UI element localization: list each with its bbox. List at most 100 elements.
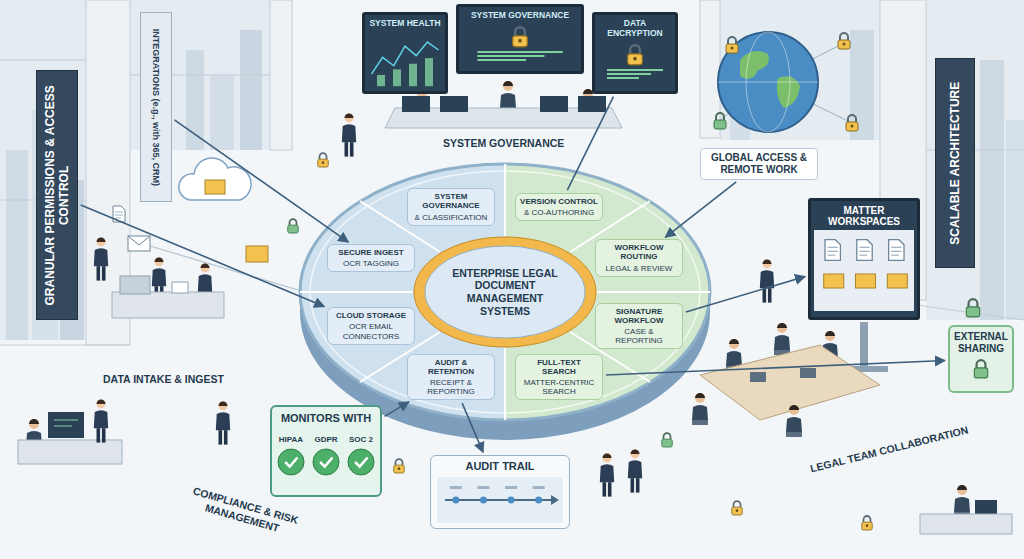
lock-icon	[628, 45, 643, 65]
lock-icon	[513, 27, 528, 47]
connector	[462, 403, 483, 452]
label-patch: LEGAL TEAM COLLABORATION	[806, 422, 973, 477]
check-graphic	[276, 447, 306, 484]
folder-icon	[824, 274, 844, 288]
docs-graphic	[811, 230, 917, 314]
ring-segment: SYSTEM GOVERNANCE& CLASSIFICATION	[407, 188, 495, 226]
health-bar	[409, 64, 417, 86]
folder-icon	[887, 274, 907, 288]
vertical-banner: GRANULAR PERMISSIONS & ACCESS CONTROL	[36, 70, 78, 320]
status-line	[477, 55, 544, 57]
node-text: ENTERPRISE LEGAL DOCUMENT MANAGEMENT SYS…	[449, 267, 561, 317]
compliance-badge: HIPAA	[276, 435, 306, 487]
node-text: AUDIT & RETENTION	[412, 358, 490, 376]
audit-trail-panel: AUDIT TRAIL	[430, 455, 570, 529]
label-patch: DATA INTAKE & INGEST	[100, 372, 227, 387]
compliance-panel: MONITORS WITH HIPAA GDPR SOC 2	[270, 405, 382, 497]
area-label: DATA INTAKE & INGEST	[103, 373, 224, 386]
node-text: EXTERNAL SHARING	[953, 331, 1009, 355]
label-patch: SYSTEM GOVERNANCE	[440, 136, 567, 151]
compliance-badge: SOC 2	[346, 435, 376, 487]
folder-icon	[856, 274, 876, 288]
node-text: CASE & REPORTING	[600, 327, 678, 345]
node-text: WORKFLOW ROUTING	[600, 243, 678, 261]
node-text: SECURE INGEST	[332, 248, 410, 257]
monitor-screen: DATA ENCRYPTION	[592, 12, 678, 94]
node-text: DATA ENCRYPTION	[599, 19, 671, 39]
ring-segment: FULL-TEXT SEARCH MATTER-CENTRIC SEARCH	[515, 354, 603, 401]
ring-segment: CLOUD STORAGEOCR EMAIL CONNECTORS	[327, 307, 415, 345]
check-badge	[278, 449, 304, 475]
document-icon	[825, 240, 840, 261]
vertical-banner: SCALABLE ARCHITECTURE	[935, 58, 975, 268]
lock-icon	[974, 360, 987, 378]
hub-ring	[300, 164, 710, 440]
vertical-banner: INTEGRATIONS (e.g., with 365, CRM)	[140, 12, 172, 202]
node-text: GRANULAR PERMISSIONS & ACCESS CONTROL	[43, 77, 72, 313]
hub-core	[425, 246, 585, 338]
core-hub: ENTERPRISE LEGAL DOCUMENT MANAGEMENT SYS…	[413, 236, 597, 348]
lock-graphic	[595, 42, 675, 88]
timeline-tick	[477, 486, 489, 489]
workspace-screen: MATTER WORKSPACES	[808, 198, 920, 320]
screen-area	[814, 230, 914, 311]
monitor-screen: SYSTEM HEALTH	[362, 12, 448, 94]
node-text: SYSTEM GOVERNANCE	[412, 192, 490, 210]
node-text: OCR EMAIL CONNECTORS	[332, 322, 410, 340]
timeline-event	[508, 497, 515, 504]
ring-segment: SECURE INGEST OCR TAGGING	[327, 244, 415, 272]
ring-segment: SIGNATURE WORKFLOW CASE & REPORTING	[595, 303, 683, 350]
ring-segment: AUDIT & RETENTION RECEIPT & REPORTING	[407, 354, 495, 401]
node-text: SYSTEM GOVERNANCE	[463, 11, 577, 21]
node-text: GLOBAL ACCESS & REMOTE WORK	[707, 152, 811, 176]
connector	[665, 182, 736, 238]
status-line	[607, 73, 651, 75]
check-graphic	[311, 447, 341, 484]
status-line	[477, 59, 526, 61]
node-text: RECEIPT & REPORTING	[412, 378, 490, 396]
health-bar	[377, 75, 385, 86]
connector	[567, 97, 613, 190]
node-text: INTEGRATIONS (e.g., with 365, CRM)	[151, 19, 162, 195]
node-text: MONITORS WITH	[276, 412, 376, 424]
connector	[686, 277, 805, 313]
timeline-tick	[533, 486, 545, 489]
node-text: SYSTEM HEALTH	[369, 19, 441, 29]
timeline-line	[445, 499, 551, 501]
check-mark	[285, 457, 297, 466]
timeline-head	[551, 495, 559, 505]
document-icon	[857, 240, 872, 261]
node-text: SOC 2	[346, 435, 376, 444]
sharing-box: EXTERNAL SHARING	[948, 325, 1014, 393]
check-mark	[355, 457, 367, 466]
area-label: LEGAL TEAM COLLABORATION	[809, 424, 970, 475]
check-graphic	[346, 447, 376, 484]
center-bottom-scene	[600, 433, 872, 530]
ring-segment: VERSION CONTROL & CO-AUTHORING	[515, 193, 603, 221]
node-text: MATTER-CENTRIC SEARCH	[520, 378, 598, 396]
graph-graphic	[365, 32, 445, 88]
node-text: OCR TAGGING	[332, 259, 410, 268]
node-text: GDPR	[311, 435, 341, 444]
timeline-tick	[505, 486, 517, 489]
check-badge	[348, 449, 374, 475]
check-mark	[320, 457, 332, 466]
hub-rim	[414, 237, 596, 347]
feature-label-box: GLOBAL ACCESS & REMOTE WORK	[700, 148, 818, 180]
timeline-ground	[437, 477, 563, 523]
globe	[714, 32, 858, 132]
node-text: FULL-TEXT SEARCH	[520, 358, 598, 376]
health-bar	[393, 69, 401, 86]
status-line	[477, 51, 562, 53]
connector	[385, 402, 409, 416]
node-text: HIPAA	[276, 435, 306, 444]
timeline-event	[480, 497, 487, 504]
node-text: & CO-AUTHORING	[520, 208, 598, 217]
area-label: SYSTEM GOVERNANCE	[443, 137, 564, 150]
node-text: SIGNATURE WORKFLOW	[600, 307, 678, 325]
health-bar	[425, 58, 433, 86]
node-text: VERSION CONTROL	[520, 197, 598, 206]
node-text: MATTER WORKSPACES	[815, 205, 913, 227]
node-text: SCALABLE ARCHITECTURE	[948, 65, 962, 261]
status-line	[607, 77, 639, 79]
